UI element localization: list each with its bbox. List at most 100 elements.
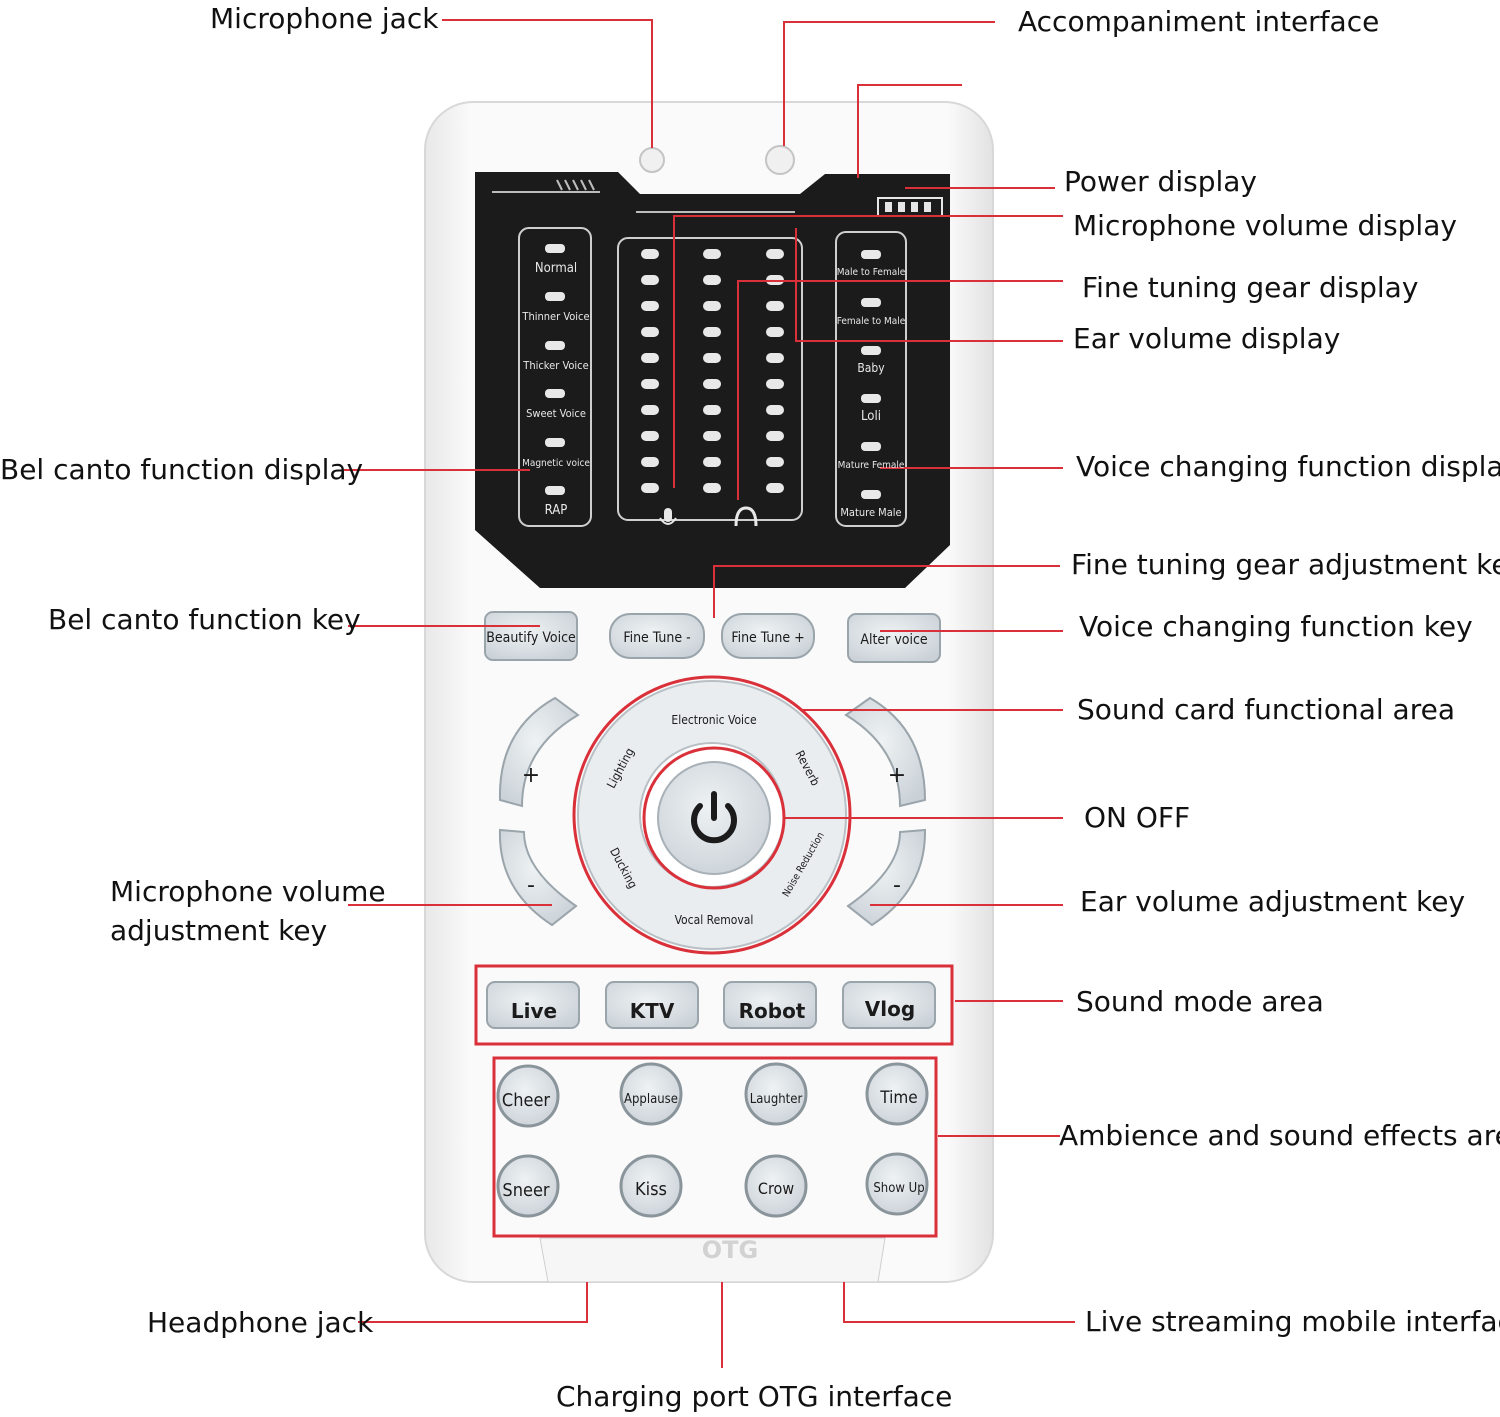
meters-frame (617, 237, 803, 521)
bel-canto-mode-sweet: Sweet Voice (526, 407, 586, 420)
callout-ear-volume-display: Ear volume display (1073, 322, 1341, 355)
meter-leds (641, 249, 784, 493)
ktv-mode-key[interactable]: KTV (630, 999, 675, 1023)
meter-led (703, 431, 721, 441)
time-effect-key[interactable]: Time (879, 1088, 917, 1108)
meter-led (641, 353, 659, 363)
meter-led (703, 275, 721, 285)
meter-led (641, 275, 659, 285)
callout-ambience-and-sound-effects-area: Ambience and sound effects area (1059, 1119, 1500, 1152)
callout-microphone-jack: Microphone jack (210, 2, 439, 35)
callout-microphone-volume-display: Microphone volume display (1073, 209, 1457, 242)
callout-fine-tuning-gear-display: Fine tuning gear display (1082, 271, 1419, 304)
crow-effect-key[interactable]: Crow (758, 1179, 794, 1198)
sneer-effect-key[interactable]: Sneer (502, 1180, 549, 1201)
kiss-effect-key[interactable]: Kiss (635, 1179, 667, 1200)
lighting-key[interactable]: Lighting (604, 746, 637, 791)
callout-sound-mode-area: Sound mode area (1076, 985, 1324, 1018)
bel-canto-mode-thinner: Thinner Voice (521, 310, 589, 323)
beautify-voice-key[interactable]: Beautify Voice (486, 630, 576, 646)
callout-charging-port-otg-interface: Charging port OTG interface (556, 1380, 953, 1413)
vocal-removal-key[interactable]: Vocal Removal (675, 913, 754, 927)
bel-canto-mode-rap: RAP (545, 503, 568, 518)
bel-canto-mode-normal: Normal (535, 261, 577, 276)
meter-led (766, 405, 784, 415)
meter-led (703, 353, 721, 363)
callout-bel-canto-function-key: Bel canto function key (48, 603, 361, 636)
voice-mode-mature-male: Mature Male (840, 506, 901, 519)
voice-mode-loli: Loli (861, 409, 881, 424)
ducking-key[interactable]: Ducking (607, 845, 640, 890)
meter-led (641, 327, 659, 337)
meter-led (766, 327, 784, 337)
fine-tune-plus-key[interactable]: Fine Tune + (731, 630, 804, 646)
otg-port-label: OTG (702, 1236, 758, 1264)
reverb-key[interactable]: Reverb (792, 748, 822, 788)
cheer-effect-key[interactable]: Cheer (502, 1090, 551, 1111)
bel-canto-leds (545, 244, 565, 495)
top-keys-shapes (484, 611, 941, 663)
callout-fine-tuning-gear-adjustment-key: Fine tuning gear adjustment key (1071, 548, 1500, 581)
meter-led (703, 405, 721, 415)
effect-key-shapes (496, 1062, 929, 1218)
voice-mode-female-to-male: Female to Male (837, 316, 906, 327)
callout-power-display: Power display (1064, 165, 1257, 198)
voice-mode-baby: Baby (857, 361, 885, 375)
meter-led (641, 483, 659, 493)
meter-led (766, 431, 784, 441)
meter-led (766, 301, 784, 311)
meter-led (641, 431, 659, 441)
bel-canto-display-frame (518, 227, 592, 527)
meter-led (703, 483, 721, 493)
voice-mode-male-to-female: Male to Female (837, 267, 906, 278)
mic-meter-icon (659, 508, 677, 525)
noise-reduction-key[interactable]: Noise Reduction (781, 830, 827, 899)
voice-mode-mature-female: Mature Female (838, 460, 905, 471)
callout-voice-changing-function-key: Voice changing function key (1079, 610, 1473, 643)
volume-key-shapes (498, 696, 927, 927)
meter-led (641, 405, 659, 415)
robot-mode-key[interactable]: Robot (739, 999, 806, 1023)
callout-microphone-volume-adjustment-key: Microphone volume adjustment key (110, 875, 386, 947)
callout-sound-card-functional-area: Sound card functional area (1077, 693, 1455, 726)
meter-led (641, 379, 659, 389)
ear-volume-plus-key[interactable]: + (888, 763, 906, 788)
live-mode-key[interactable]: Live (511, 999, 557, 1023)
voice-change-leds (861, 250, 881, 499)
alter-voice-key[interactable]: Alter voice (860, 632, 928, 648)
vlog-mode-key[interactable]: Vlog (865, 997, 915, 1021)
callout-ear-volume-adjustment-key: Ear volume adjustment key (1080, 885, 1466, 918)
meter-led (641, 301, 659, 311)
callout-on-off: ON OFF (1084, 801, 1191, 834)
bel-canto-mode-magnetic: Magnetic voice (522, 458, 590, 469)
meter-led (641, 249, 659, 259)
meter-led (703, 301, 721, 311)
sound-mode-key-shapes (486, 981, 936, 1029)
mic-volume-plus-key[interactable]: + (522, 763, 540, 788)
ear-volume-minus-key[interactable]: - (893, 873, 901, 898)
show-up-effect-key[interactable]: Show Up (873, 1181, 924, 1196)
applause-effect-key[interactable]: Applause (624, 1092, 678, 1107)
fine-tune-minus-key[interactable]: Fine Tune - (623, 630, 690, 646)
voice-change-display-frame (835, 231, 907, 527)
bel-canto-mode-thicker: Thicker Voice (522, 359, 588, 372)
accompaniment-port (765, 145, 795, 175)
meter-led (766, 249, 784, 259)
callout-accompaniment-interface: Accompaniment interface (1018, 5, 1380, 38)
mic-volume-minus-key[interactable]: - (527, 873, 535, 898)
meter-led (641, 457, 659, 467)
headphone-meter-icon (734, 506, 758, 527)
meter-led (703, 327, 721, 337)
electronic-voice-key[interactable]: Electronic Voice (671, 713, 757, 727)
meter-led (703, 379, 721, 389)
meter-led (766, 379, 784, 389)
bottom-port-block (539, 1237, 886, 1283)
meter-led (703, 457, 721, 467)
laughter-effect-key[interactable]: Laughter (750, 1092, 803, 1107)
callout-voice-changing-function-display: Voice changing function display (1076, 450, 1500, 483)
panel-stripes (492, 179, 795, 213)
meter-led (766, 457, 784, 467)
callout-headphone-jack: Headphone jack (147, 1306, 374, 1339)
